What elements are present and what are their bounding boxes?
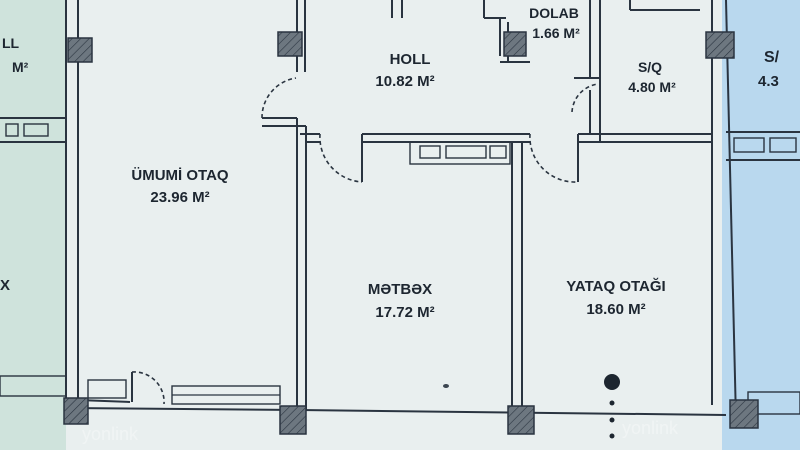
left-neighbor-label: LL [2, 35, 20, 51]
room-labels: HOLL 10.82 M² DOLAB 1.66 M² S/Q 4.80 M² … [131, 5, 676, 321]
room-label-metbex: MƏTBƏX [368, 281, 432, 298]
room-label-sq: S/Q [638, 59, 662, 75]
room-label-holl: HOLL [390, 51, 431, 68]
room-area-umumi: 23.96 M² [150, 189, 209, 206]
right-neighbor-unit [722, 0, 800, 450]
outer-walls [65, 0, 737, 421]
room-label-dolab: DOLAB [529, 5, 579, 21]
left-neighbor-room: X [0, 277, 10, 294]
room-area-dolab: 1.66 M² [532, 25, 580, 41]
apartment-sheet [66, 0, 730, 450]
room-label-umumi: ÜMUMİ OTAQ [131, 167, 229, 184]
left-neighbor-area: M² [12, 59, 29, 75]
right-neighbor-label: S/ [764, 49, 780, 66]
left-neighbor-unit [0, 0, 72, 450]
doors [131, 77, 599, 405]
right-neighbor-area: 4.3 [758, 73, 779, 90]
watermark-left: yonlink [82, 424, 139, 444]
column-hatching [64, 32, 758, 434]
room-area-holl: 10.82 M² [375, 73, 434, 90]
room-area-metbex: 17.72 M² [375, 304, 434, 321]
right-neighbor-window [726, 131, 800, 161]
interior-walls [262, 0, 712, 410]
left-neighbor-window [0, 117, 66, 143]
cabinet-row [409, 141, 511, 165]
room-area-sq: 4.80 M² [628, 79, 676, 95]
room-label-yataq: YATAQ OTAĞI [566, 277, 665, 295]
watermark-right: yonlink [622, 418, 679, 438]
room-area-yataq: 18.60 M² [586, 301, 645, 318]
watermarks: yonlink yonlink [82, 418, 679, 444]
neighbor-labels: LL M² X S/ 4.3 [0, 35, 780, 294]
dot-marks [443, 374, 620, 439]
